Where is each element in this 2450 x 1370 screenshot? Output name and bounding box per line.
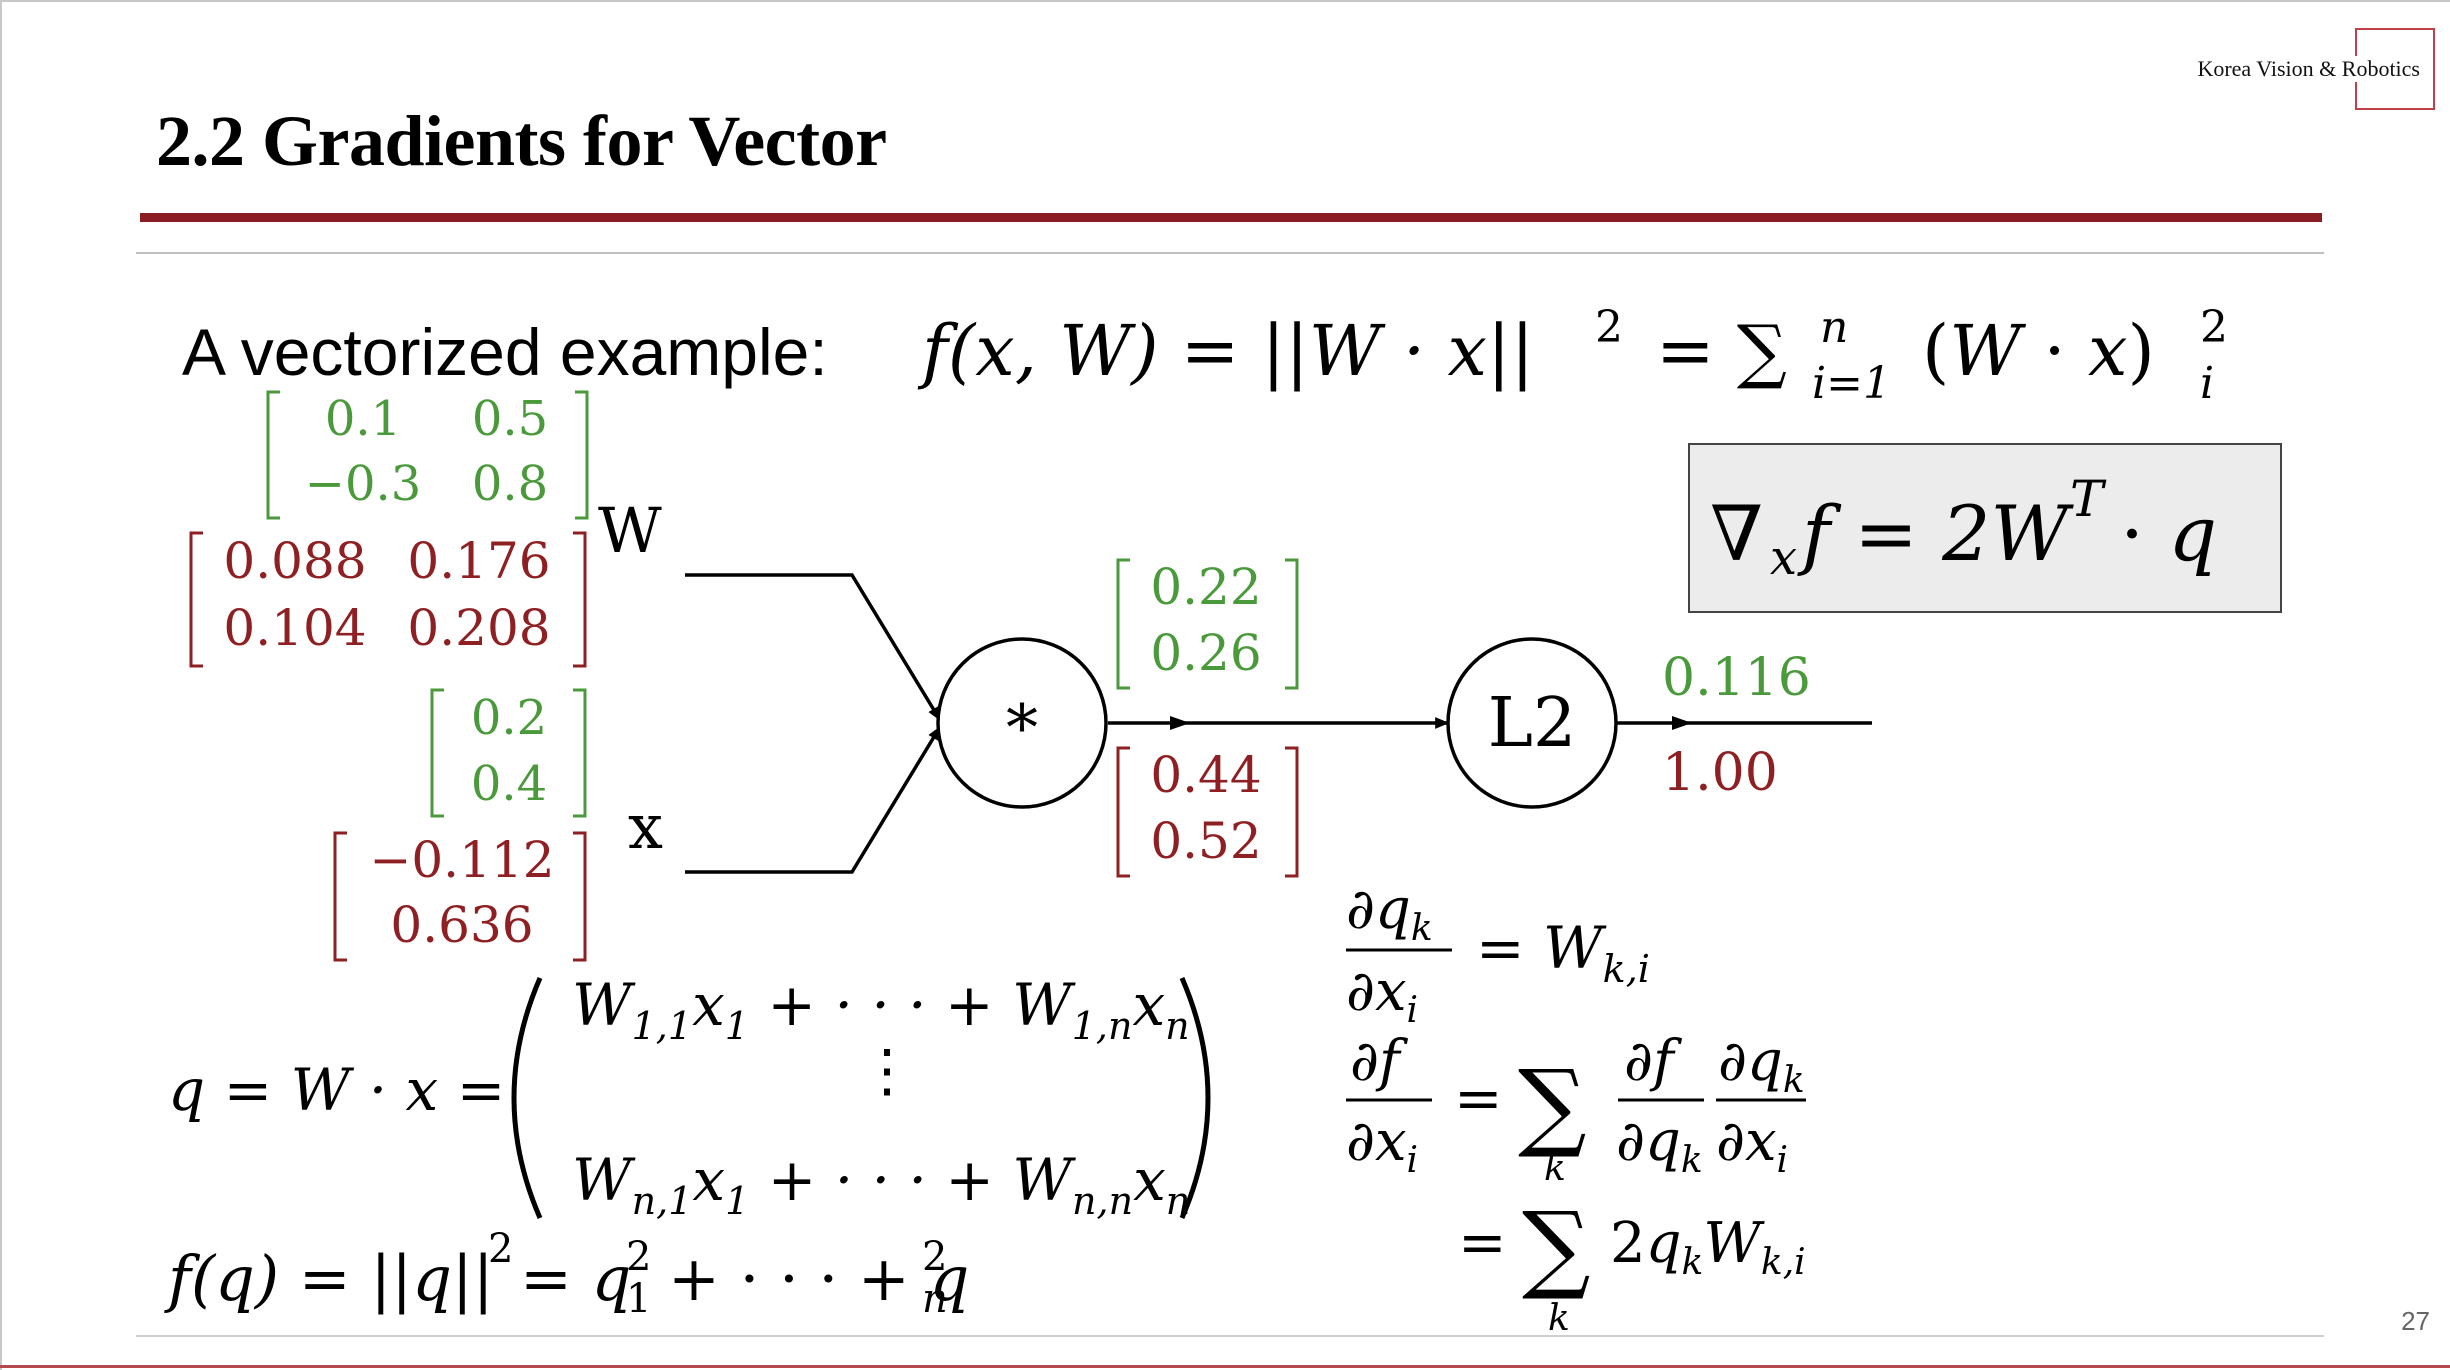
x-gradient-vector <box>333 831 587 962</box>
svg-text:2: 2 <box>626 1234 651 1280</box>
w-forward-cell: 0.8 <box>472 456 548 512</box>
svg-text:n: n <box>1820 302 1848 353</box>
svg-text:2: 2 <box>2200 302 2228 353</box>
x-forward-cell: 0.2 <box>471 690 547 746</box>
q-definition-equation: q = W · x = W1,1x1 + · · · + W1,nxn ⋮ Wn… <box>168 971 1211 1223</box>
x-gradient-cell: −0.112 <box>369 831 554 889</box>
x-forward-vector <box>430 688 587 818</box>
gradient-formula: ∇ x f = 2W T · q <box>1710 470 2217 586</box>
slide-title: 2.2 Gradients for Vector <box>156 101 887 181</box>
svg-text:+ · · · + q: + · · · + q <box>668 1242 969 1315</box>
partial-derivative-equations: ∂qk ∂xi = Wk,i ∂f ∂xi = ∑ k ∂f ∂qk ∂qk ∂… <box>1346 877 1806 1339</box>
svg-text:2: 2 <box>488 1226 513 1272</box>
svg-text:f(q) = ||q||: f(q) = ||q|| <box>164 1242 494 1315</box>
w-gradient-cell: 0.088 <box>223 532 366 590</box>
multiply-node <box>936 637 1108 809</box>
svg-text:= ∑: = ∑ <box>1656 310 1787 392</box>
svg-text:Wn,1x1 + · · · + Wn,nxn: Wn,1x1 + · · · + Wn,nxn <box>572 1146 1190 1223</box>
svg-text:∑: ∑ <box>1522 1191 1591 1303</box>
svg-text:q = W · x =: q = W · x = <box>168 1056 505 1124</box>
edge-x-to-multiply <box>685 726 942 874</box>
svg-text:f = 2W: f = 2W <box>1797 489 2075 578</box>
svg-text:(W · x): (W · x) <box>1922 310 2155 392</box>
main-equation: f(x, W) = ||W · x|| 2 = ∑ n i=1 (W · x) … <box>917 302 2228 409</box>
q-gradient-cell: 0.52 <box>1150 812 1261 870</box>
brand-label: Korea Vision & Robotics <box>2150 56 2420 82</box>
q-forward-cell: 0.26 <box>1150 624 1261 682</box>
svg-text:2: 2 <box>1595 302 1623 353</box>
w-gradient-matrix <box>189 531 587 668</box>
graph-edges <box>685 573 1872 874</box>
svg-text:T: T <box>2070 470 2107 528</box>
svg-text:=: = <box>1458 1208 1507 1276</box>
svg-text:⋮: ⋮ <box>858 1036 916 1104</box>
x-forward-cell: 0.4 <box>471 756 547 812</box>
svg-text:k: k <box>1544 1148 1566 1189</box>
q-gradient-cell: 0.44 <box>1150 746 1261 804</box>
svg-text:n: n <box>922 1276 948 1322</box>
gradient-formula-box <box>1688 443 2282 613</box>
svg-text:i=1: i=1 <box>1812 358 1891 409</box>
slide-frame-left <box>0 0 2 1370</box>
svg-text:∂xi: ∂xi <box>1716 1109 1788 1181</box>
svg-text:f(x, W) = ||W · x||: f(x, W) = ||W · x|| <box>917 310 1534 392</box>
w-forward-cell: −0.3 <box>305 456 422 512</box>
svg-text:2: 2 <box>922 1234 947 1280</box>
mid-arrow-q <box>1170 716 1190 730</box>
input-x-label: x <box>628 790 663 863</box>
q-forward-cell: 0.22 <box>1150 558 1261 616</box>
svg-text:=: = <box>1454 1064 1503 1132</box>
x-gradient-cell: 0.636 <box>390 896 533 954</box>
svg-text:∇: ∇ <box>1710 489 1763 578</box>
input-w-label: W <box>598 494 662 567</box>
title-underline <box>140 213 2322 222</box>
q-forward-vector <box>1116 558 1299 690</box>
svg-text:1: 1 <box>626 1276 651 1322</box>
output-gradient-value: 1.00 <box>1662 743 1778 803</box>
svg-text:∂qk: ∂qk <box>1616 1109 1703 1181</box>
w-forward-cell: 0.5 <box>472 391 548 447</box>
content-panel <box>136 252 2324 1337</box>
multiply-node-symbol: * <box>1006 692 1038 766</box>
output-forward-value: 0.116 <box>1662 648 1811 708</box>
edge-w-to-multiply <box>685 573 942 721</box>
svg-text:i: i <box>2200 358 2214 409</box>
svg-text:∂xi: ∂xi <box>1346 1109 1418 1181</box>
svg-text:x: x <box>1770 530 1797 586</box>
l2-node <box>1446 637 1618 809</box>
svg-text:= q: = q <box>520 1242 631 1315</box>
w-gradient-cell: 0.104 <box>223 599 366 657</box>
slide-frame-top <box>0 0 2450 2</box>
f-of-q-equation: f(q) = ||q|| 2 = q 2 1 + · · · + q 2 n <box>164 1226 969 1322</box>
svg-text:∂qk: ∂qk <box>1718 1029 1805 1101</box>
w-forward-cell: 0.1 <box>325 391 401 447</box>
mid-arrow-output <box>1672 716 1692 730</box>
l2-node-label: L2 <box>1488 684 1576 763</box>
w-gradient-cell: 0.208 <box>407 599 550 657</box>
svg-text:2qkWk,i: 2qkWk,i <box>1610 1211 1806 1283</box>
svg-text:∂f: ∂f <box>1624 1029 1683 1094</box>
svg-text:∂f: ∂f <box>1350 1029 1409 1094</box>
intro-text: A vectorized example: <box>182 315 828 389</box>
svg-text:k: k <box>1548 1298 1570 1339</box>
svg-text:= Wk,i: = Wk,i <box>1476 914 1650 991</box>
w-gradient-cell: 0.176 <box>407 532 550 590</box>
svg-text:∑: ∑ <box>1518 1049 1587 1161</box>
w-forward-matrix <box>266 390 589 520</box>
svg-text:· q: · q <box>2120 489 2217 578</box>
page-number: 27 <box>2401 1306 2430 1336</box>
svg-text:∂qk: ∂qk <box>1346 877 1433 949</box>
svg-text:∂xi: ∂xi <box>1346 959 1418 1031</box>
q-gradient-vector <box>1116 746 1299 878</box>
footer-rule <box>0 1365 2450 1368</box>
